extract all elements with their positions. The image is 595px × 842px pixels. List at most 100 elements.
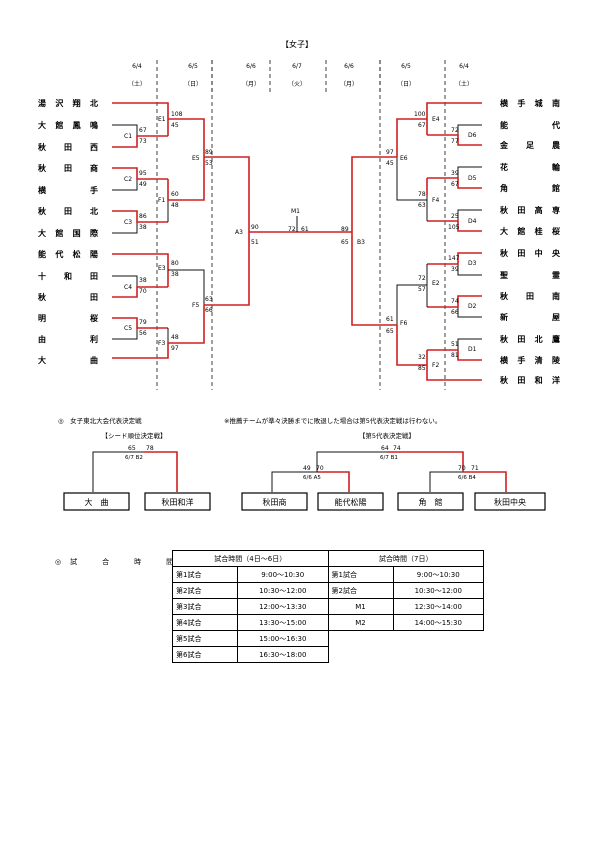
weekday-label: （土） [455, 80, 473, 88]
match-label: C5 [124, 325, 132, 332]
score: 39 [451, 170, 459, 177]
score: 79 [139, 319, 147, 326]
score: 65 [386, 328, 394, 335]
date-label: 6/5 [188, 63, 198, 70]
schedule-heading: ◎ 試 合 時 間 [55, 558, 175, 566]
seed-title: 【シード順位決定戦】 [102, 431, 167, 440]
match-label: D4 [468, 218, 477, 225]
score: 72 [288, 226, 296, 233]
table-row: 第4試合 13:30～15:00 M2 14:00～15:30 [172, 614, 484, 631]
match-label: D6 [468, 132, 477, 139]
score: 71 [471, 465, 479, 472]
score: 86 [139, 213, 147, 220]
team-name: 秋田北鷹 [499, 334, 560, 344]
winner-path [351, 156, 397, 232]
match-label: F2 [432, 362, 439, 369]
score: 77 [451, 138, 459, 145]
score: 108 [171, 111, 183, 118]
winner-path [427, 220, 482, 232]
score: 70 [316, 465, 324, 472]
winner-path [112, 253, 169, 287]
match-label: C3 [124, 219, 132, 226]
score: 65 [128, 445, 136, 452]
match-label: E6 [400, 155, 408, 162]
winner-path [112, 102, 169, 136]
match-label: A3 [235, 229, 243, 236]
team-box [317, 492, 384, 511]
score: 65 [341, 239, 349, 246]
team-name: 秋田北 [37, 206, 98, 216]
winner-path [144, 451, 178, 492]
game-time: 12:30～14:00 [392, 598, 484, 615]
score: 81 [451, 352, 459, 359]
match-bracket [396, 264, 428, 325]
page-title: 【女子】 [281, 39, 313, 49]
match-label: D3 [468, 260, 477, 267]
winner-path [427, 252, 482, 265]
winner-path [112, 317, 168, 329]
score: 73 [139, 138, 147, 145]
score: 97 [171, 345, 179, 352]
date-label: 6/4 [132, 63, 142, 70]
team-box [474, 492, 546, 511]
team-box-label: 秋田商 [263, 497, 287, 507]
score: 49 [303, 465, 311, 472]
game-time: 9:00～10:30 [237, 566, 329, 583]
score: 51 [451, 341, 459, 348]
team-name: 大曲 [38, 355, 98, 365]
winner-path [204, 156, 250, 232]
schedule-header-row: 試合時間（4日～6日） 試合時間（7日） [172, 550, 484, 567]
date-label: 6/4 [459, 63, 469, 70]
score: 32 [418, 354, 426, 361]
team-name: 秋田高専 [499, 205, 560, 215]
score: 85 [418, 365, 426, 372]
score: 63 [205, 296, 213, 303]
team-name: 大館鳳鳴 [38, 120, 98, 130]
table-row: 第3試合 12:00～13:30 M1 12:30～14:00 [172, 598, 484, 615]
team-box-label: 角 館 [419, 497, 443, 507]
match-bracket [271, 471, 317, 492]
match-label: F5 [192, 302, 199, 309]
score: 39 [451, 266, 459, 273]
team-name: 横手 [38, 185, 98, 195]
game-label: 第2試合 [327, 582, 394, 599]
match-label: C4 [124, 284, 132, 291]
table-row: 第2試合 10:30～12:00 第2試合 10:30～12:00 [172, 582, 484, 599]
note-text: ※推薦チームが準々決勝までに敗退した場合は第5代表決定戦は行わない。 [224, 416, 441, 425]
match-label: E5 [192, 155, 200, 162]
date-label: 6/7 [292, 63, 302, 70]
match-bracket [429, 471, 463, 492]
weekday-label: （日） [397, 81, 415, 88]
team-name: 秋田和洋 [499, 375, 560, 385]
game-label: M1 [327, 598, 394, 615]
match-info: 6/7 B2 [125, 455, 143, 461]
score: 100 [414, 111, 426, 118]
match-label: F3 [158, 340, 165, 347]
winner-path [112, 167, 168, 180]
match-label: C2 [124, 176, 132, 183]
team-name: 横手城南 [500, 98, 560, 108]
tournament-bracket: 【女子】6/4（土）6/5（日）6/6（月）6/7（火）6/6（月）6/5（日）… [37, 39, 561, 511]
score: 63 [418, 202, 426, 209]
score: 25 [451, 213, 459, 220]
score: 80 [171, 260, 179, 267]
date-label: 6/5 [401, 63, 411, 70]
team-box [63, 492, 130, 511]
game-time: 14:00～15:30 [392, 614, 484, 631]
match-label: F1 [158, 197, 165, 204]
team-box-label: 秋田和洋 [162, 497, 194, 507]
game-label: 第5試合 [172, 630, 238, 647]
winner-path [112, 305, 205, 359]
score: 89 [205, 149, 213, 156]
score: 57 [418, 286, 426, 293]
match-label: E1 [158, 116, 166, 123]
weekday-label: （火） [288, 81, 306, 88]
score: 56 [139, 330, 147, 337]
game-label: 第1試合 [172, 566, 238, 583]
match-info: 6/6 B4 [458, 475, 476, 481]
team-name: 由利 [38, 334, 98, 344]
team-name: 湯沢翔北 [38, 98, 98, 108]
match-bracket [92, 451, 144, 492]
schedule-table: 試合時間（4日～6日） 試合時間（7日） 第1試合 9:00～10:30 第1試… [172, 550, 484, 663]
